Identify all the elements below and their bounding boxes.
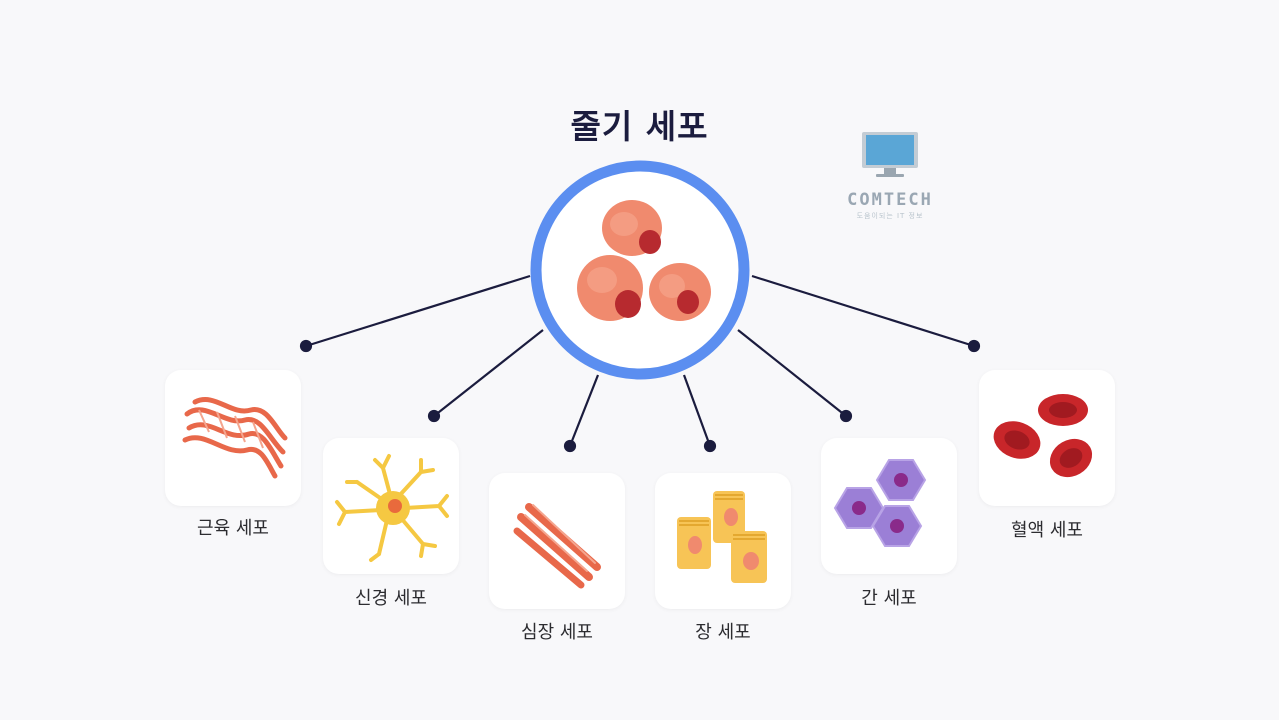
card-muscle-cell [165,370,301,506]
nerve-cell-icon [323,438,459,574]
connector-muscle [306,276,530,346]
diagram-title: 줄기 세포 [0,100,1279,148]
cardiac-cell-icon [489,473,625,609]
card-cardiac-cell [489,473,625,609]
connector-dot-nerve [429,411,439,421]
comtech-logo: COMTECH 도움이되는 IT 정보 [838,130,942,221]
label-liver-cell: 간 세포 [809,584,969,610]
connector-blood [752,276,974,346]
card-intestinal-cell [655,473,791,609]
connector-dot-blood [969,341,979,351]
label-blood-cell: 혈액 세포 [967,516,1127,542]
label-intestinal-cell: 장 세포 [643,618,803,644]
muscle-cell-icon [165,370,301,506]
liver-cell-icon [821,438,957,574]
stem-cell-center-node [520,150,760,390]
intestinal-cell-icon [655,473,791,609]
label-muscle-cell: 근육 세포 [153,514,313,540]
connector-dot-intestinal [705,441,715,451]
red-blood-cell-icon [979,370,1115,506]
connector-dot-liver [841,411,851,421]
card-nerve-cell [323,438,459,574]
card-blood-cell [979,370,1115,506]
logo-tagline: 도움이되는 IT 정보 [838,211,942,221]
label-cardiac-cell: 심장 세포 [477,618,637,644]
label-nerve-cell: 신경 세포 [311,584,471,610]
connector-dot-muscle [301,341,311,351]
computer-monitor-icon [860,130,920,180]
logo-wordmark: COMTECH [838,190,942,210]
card-liver-cell [821,438,957,574]
connector-dot-cardiac [565,441,575,451]
